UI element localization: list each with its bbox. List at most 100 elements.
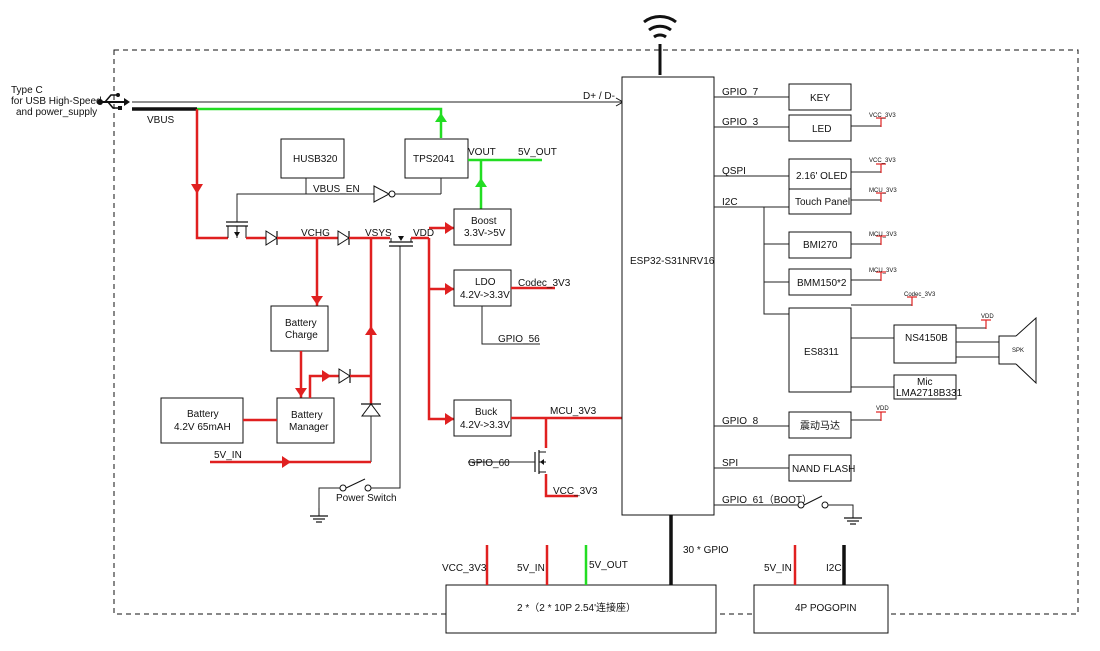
- battery-manager-block: [276, 397, 335, 444]
- bmm150-block: [788, 268, 852, 296]
- speaker-icon: [998, 316, 1037, 385]
- touch-rail-label: MCU_3V3: [869, 188, 897, 194]
- gpio60-label: GPIO_60: [468, 458, 510, 469]
- buck-label-1: Buck: [475, 407, 498, 418]
- battery-manager-label-1: Battery: [291, 410, 323, 421]
- codec-label: Codec_3V3: [518, 278, 571, 289]
- touch-panel-block: [788, 188, 852, 215]
- gpio30-label: 30 * GPIO: [683, 545, 729, 556]
- pogo-i2c-label: I2C: [826, 563, 842, 574]
- spi-label: SPI: [722, 458, 738, 469]
- ns-rail-label: VDD: [981, 314, 994, 320]
- qspi-label: QSPI: [722, 166, 746, 177]
- bmi270-label: BMI270: [803, 240, 838, 251]
- codec-rail-label: Codec_3V3: [904, 292, 936, 298]
- usb-label-2: for USB High-Speed: [11, 96, 102, 107]
- battery-charge-label-2: Charge: [285, 330, 318, 341]
- motor-rail-label: VDD: [876, 406, 889, 412]
- mic-block: [893, 374, 957, 400]
- touch-panel-label: Touch Panel: [795, 197, 850, 208]
- bmi270-block: [788, 231, 852, 259]
- key-block: [788, 83, 852, 111]
- pogopin-label: 4P POGOPIN: [795, 603, 857, 614]
- connector-block: [445, 584, 717, 634]
- conn-5vout-label: 5V_OUT: [589, 560, 628, 571]
- gpio61-label: GPIO_61（BOOT）: [722, 494, 812, 506]
- speaker-label: SPK: [1012, 348, 1024, 354]
- inverter-symbol: [373, 185, 391, 203]
- gpio3-label: GPIO_3: [722, 117, 759, 128]
- nand-flash-label: NAND FLASH: [792, 464, 855, 475]
- nand-flash-block: [788, 454, 852, 482]
- ns4150b-label: NS4150B: [905, 333, 948, 344]
- connector-label: 2 *（2 * 10P 2.54'连接座）: [517, 601, 636, 614]
- battery-manager-label-2: Manager: [289, 422, 329, 433]
- usb-label-3: and power_supply: [16, 107, 97, 118]
- es8311-label: ES8311: [804, 347, 839, 358]
- bmi-rail-label: MCU_3V3: [869, 232, 897, 238]
- oled-label: 2.16' OLED: [796, 171, 847, 182]
- vbus-label: VBUS: [147, 115, 175, 126]
- esp32-label: ESP32-S31NRV16: [630, 256, 715, 267]
- five-in-label: 5V_IN: [214, 450, 242, 461]
- boot-switch-symbol: [797, 495, 854, 512]
- battery-charge-block: [270, 305, 329, 352]
- buck-block: [453, 399, 512, 437]
- led-rail-label: VCC_3V3: [869, 113, 896, 119]
- pogopin-block: [753, 584, 889, 634]
- key-label: KEY: [810, 93, 830, 104]
- wifi-icon: [643, 15, 677, 75]
- vbus-mosfet-symbol: [226, 221, 248, 238]
- gpio7-label: GPIO_7: [722, 87, 759, 98]
- diode-1: [265, 230, 278, 246]
- husb320-label: HUSB320: [293, 154, 338, 165]
- motor-block: [788, 411, 852, 439]
- vsys-label: VSYS: [365, 228, 392, 239]
- es8311-block: [788, 307, 852, 393]
- led-block: [788, 114, 852, 142]
- zener-diode: [361, 403, 381, 417]
- battery-charge-label-1: Battery: [285, 318, 317, 329]
- tps2041-block: [404, 138, 469, 179]
- vdd-rail: [427, 238, 454, 421]
- bmm150-label: BMM150*2: [797, 278, 847, 289]
- ldo-label-2: 4.2V->3.3V: [460, 290, 510, 301]
- oled-rail-label: VCC_3V3: [869, 158, 896, 164]
- battery-label-1: Battery: [187, 409, 219, 420]
- i2c-label: I2C: [722, 197, 738, 208]
- motor-label: 震动马达: [800, 420, 840, 432]
- led-label: LED: [812, 124, 831, 135]
- ldo-label-1: LDO: [475, 277, 496, 288]
- boot-ground-icon: [843, 509, 863, 525]
- gpio60-mosfet-symbol: [534, 450, 546, 474]
- vdd-label: VDD: [413, 228, 434, 239]
- power-switch-symbol: [318, 478, 401, 510]
- battery-label-2: 4.2V 65mAH: [174, 422, 231, 433]
- oled-block: [788, 158, 852, 190]
- five-out-label: 5V_OUT: [518, 147, 557, 158]
- vbus-to-mosfet: [195, 109, 228, 240]
- vbus-en-label: VBUS_EN: [313, 184, 360, 195]
- power-switch-label: Power Switch: [336, 493, 397, 504]
- boost-label-1: Boost: [471, 216, 497, 227]
- mic-label-2: LMA2718B331: [896, 388, 963, 399]
- ground-icon: [309, 507, 329, 523]
- esp32-chip: [621, 76, 715, 516]
- diode-2: [337, 230, 350, 246]
- vchg-label: VCHG: [301, 228, 330, 239]
- tps2041-label: TPS2041: [413, 154, 455, 165]
- conn-vcc-label: VCC_3V3: [442, 563, 487, 574]
- bmm-rail-label: MCU_3V3: [869, 268, 897, 274]
- conn-5vin-label: 5V_IN: [517, 563, 545, 574]
- vcc3v3-label: VCC_3V3: [553, 486, 598, 497]
- ns4150b-block: [893, 324, 957, 364]
- mic-label-1: Mic: [917, 377, 933, 388]
- dpdm-label: D+ / D-: [583, 91, 615, 102]
- diode-3: [338, 368, 351, 384]
- gpio8-label: GPIO_8: [722, 416, 759, 427]
- vout-label: VOUT: [468, 147, 496, 158]
- vbus-to-tps: [197, 107, 443, 138]
- gpio56-label: GPIO_56: [498, 334, 540, 345]
- usb-label-1: Type C: [11, 85, 43, 96]
